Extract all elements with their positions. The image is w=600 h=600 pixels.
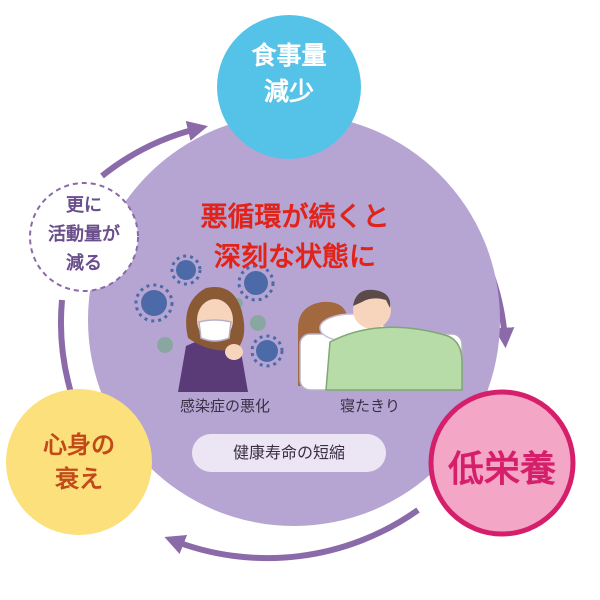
arrow-note-to-top: [100, 120, 208, 179]
result-pill: [192, 434, 386, 472]
virus-icon: [250, 334, 284, 368]
node-frailty-label: 心身の 衰え: [43, 431, 115, 493]
caption-bedridden: 寝たきり: [339, 397, 400, 415]
result-label: 健康寿命の短縮: [232, 443, 345, 462]
arrow-right-to-left: [164, 507, 420, 562]
node-food-intake-label: 食事量 減少: [251, 41, 327, 106]
man-bedridden-illustration: [298, 289, 463, 391]
node-activity-note-circle: [29, 182, 139, 292]
node-undernutrition-label: 低栄養: [447, 449, 556, 490]
virus-icon: [170, 254, 202, 286]
center-title: 悪循環が続くと 深刻な状態に: [200, 202, 390, 273]
node-undernutrition-circle: [428, 389, 576, 537]
center-circle: [88, 114, 500, 526]
caption-infection: 感染症の悪化: [179, 397, 270, 415]
node-frailty-circle: [6, 389, 152, 535]
node-food-intake-circle: [217, 15, 361, 159]
node-activity-note-label: 更に 活動量が 減る: [48, 195, 120, 274]
arrow-left-to-note: [57, 299, 75, 397]
woman-with-viruses-illustration: [134, 254, 284, 392]
virus-icon: [134, 283, 174, 323]
virus-icon: [237, 264, 275, 302]
